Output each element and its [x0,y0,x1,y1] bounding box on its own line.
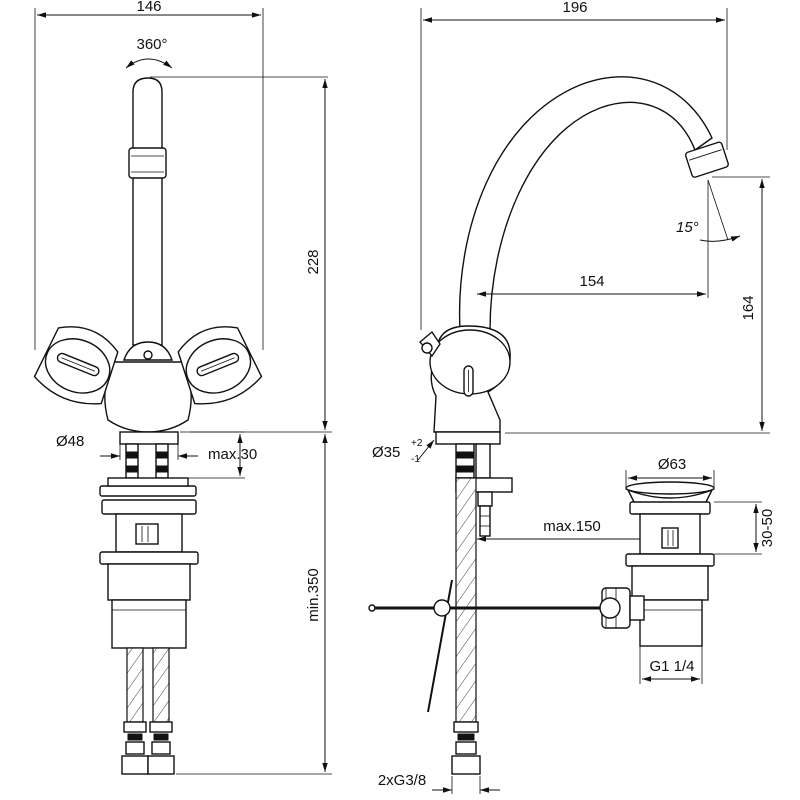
front-waste-body [99,499,199,649]
front-height-label: 228 [305,249,322,274]
base-diameter-label: Ø48 [56,433,84,450]
side-flexible-hose [455,477,477,723]
side-mounting-studs [455,443,491,479]
front-aerator [128,147,167,179]
side-hose-connectors [451,721,481,775]
hose-length-label: min.350 [305,568,322,621]
rotation-arc [125,58,173,69]
front-spout-tube [132,77,163,346]
waste-thread-label: G1 1/4 [649,658,694,675]
side-base-diameter-label: Ø35 [372,444,400,461]
front-hose-connectors [121,721,175,775]
spout-angle-arc [699,235,741,242]
front-right-handle [177,326,263,405]
side-base-diameter-leader [417,439,435,461]
front-mounting-studs [125,443,169,479]
side-base-ring [435,431,501,445]
side-rod-clamp [433,599,451,617]
rotation-label: 360° [136,36,167,53]
side-base-tolerance-minus: -1 [411,454,420,465]
front-left-handle [33,326,119,405]
side-curved-spout [458,76,713,331]
spout-angle-label: 15° [676,219,699,236]
front-flexible-hoses [126,647,170,723]
front-width-label: 146 [136,0,161,15]
front-base-ring [119,431,179,445]
waste-range-label: 30-50 [759,509,776,547]
front-clamp-plate [99,485,197,497]
side-waste-assembly [599,481,715,647]
spout-reach-label: 154 [579,273,604,290]
side-base-tolerance-plus: +2 [411,438,423,449]
deck-thickness-label: max.30 [208,446,257,463]
front-mixer-body [104,361,192,433]
side-view: 196 15° 154 164 Ø35 +2 -1 max.150 Ø63 30… [368,0,776,794]
front-view: 146 360° 228 Ø48 max.30 min.350 [33,0,332,775]
pull-rod-label: max.150 [543,518,601,535]
waste-diameter-label: Ø63 [658,456,686,473]
side-spout-tip [684,141,729,178]
side-width-label: 196 [562,0,587,16]
connection-thread-label: 2xG3/8 [378,772,426,789]
spout-height-label: 164 [740,295,757,320]
